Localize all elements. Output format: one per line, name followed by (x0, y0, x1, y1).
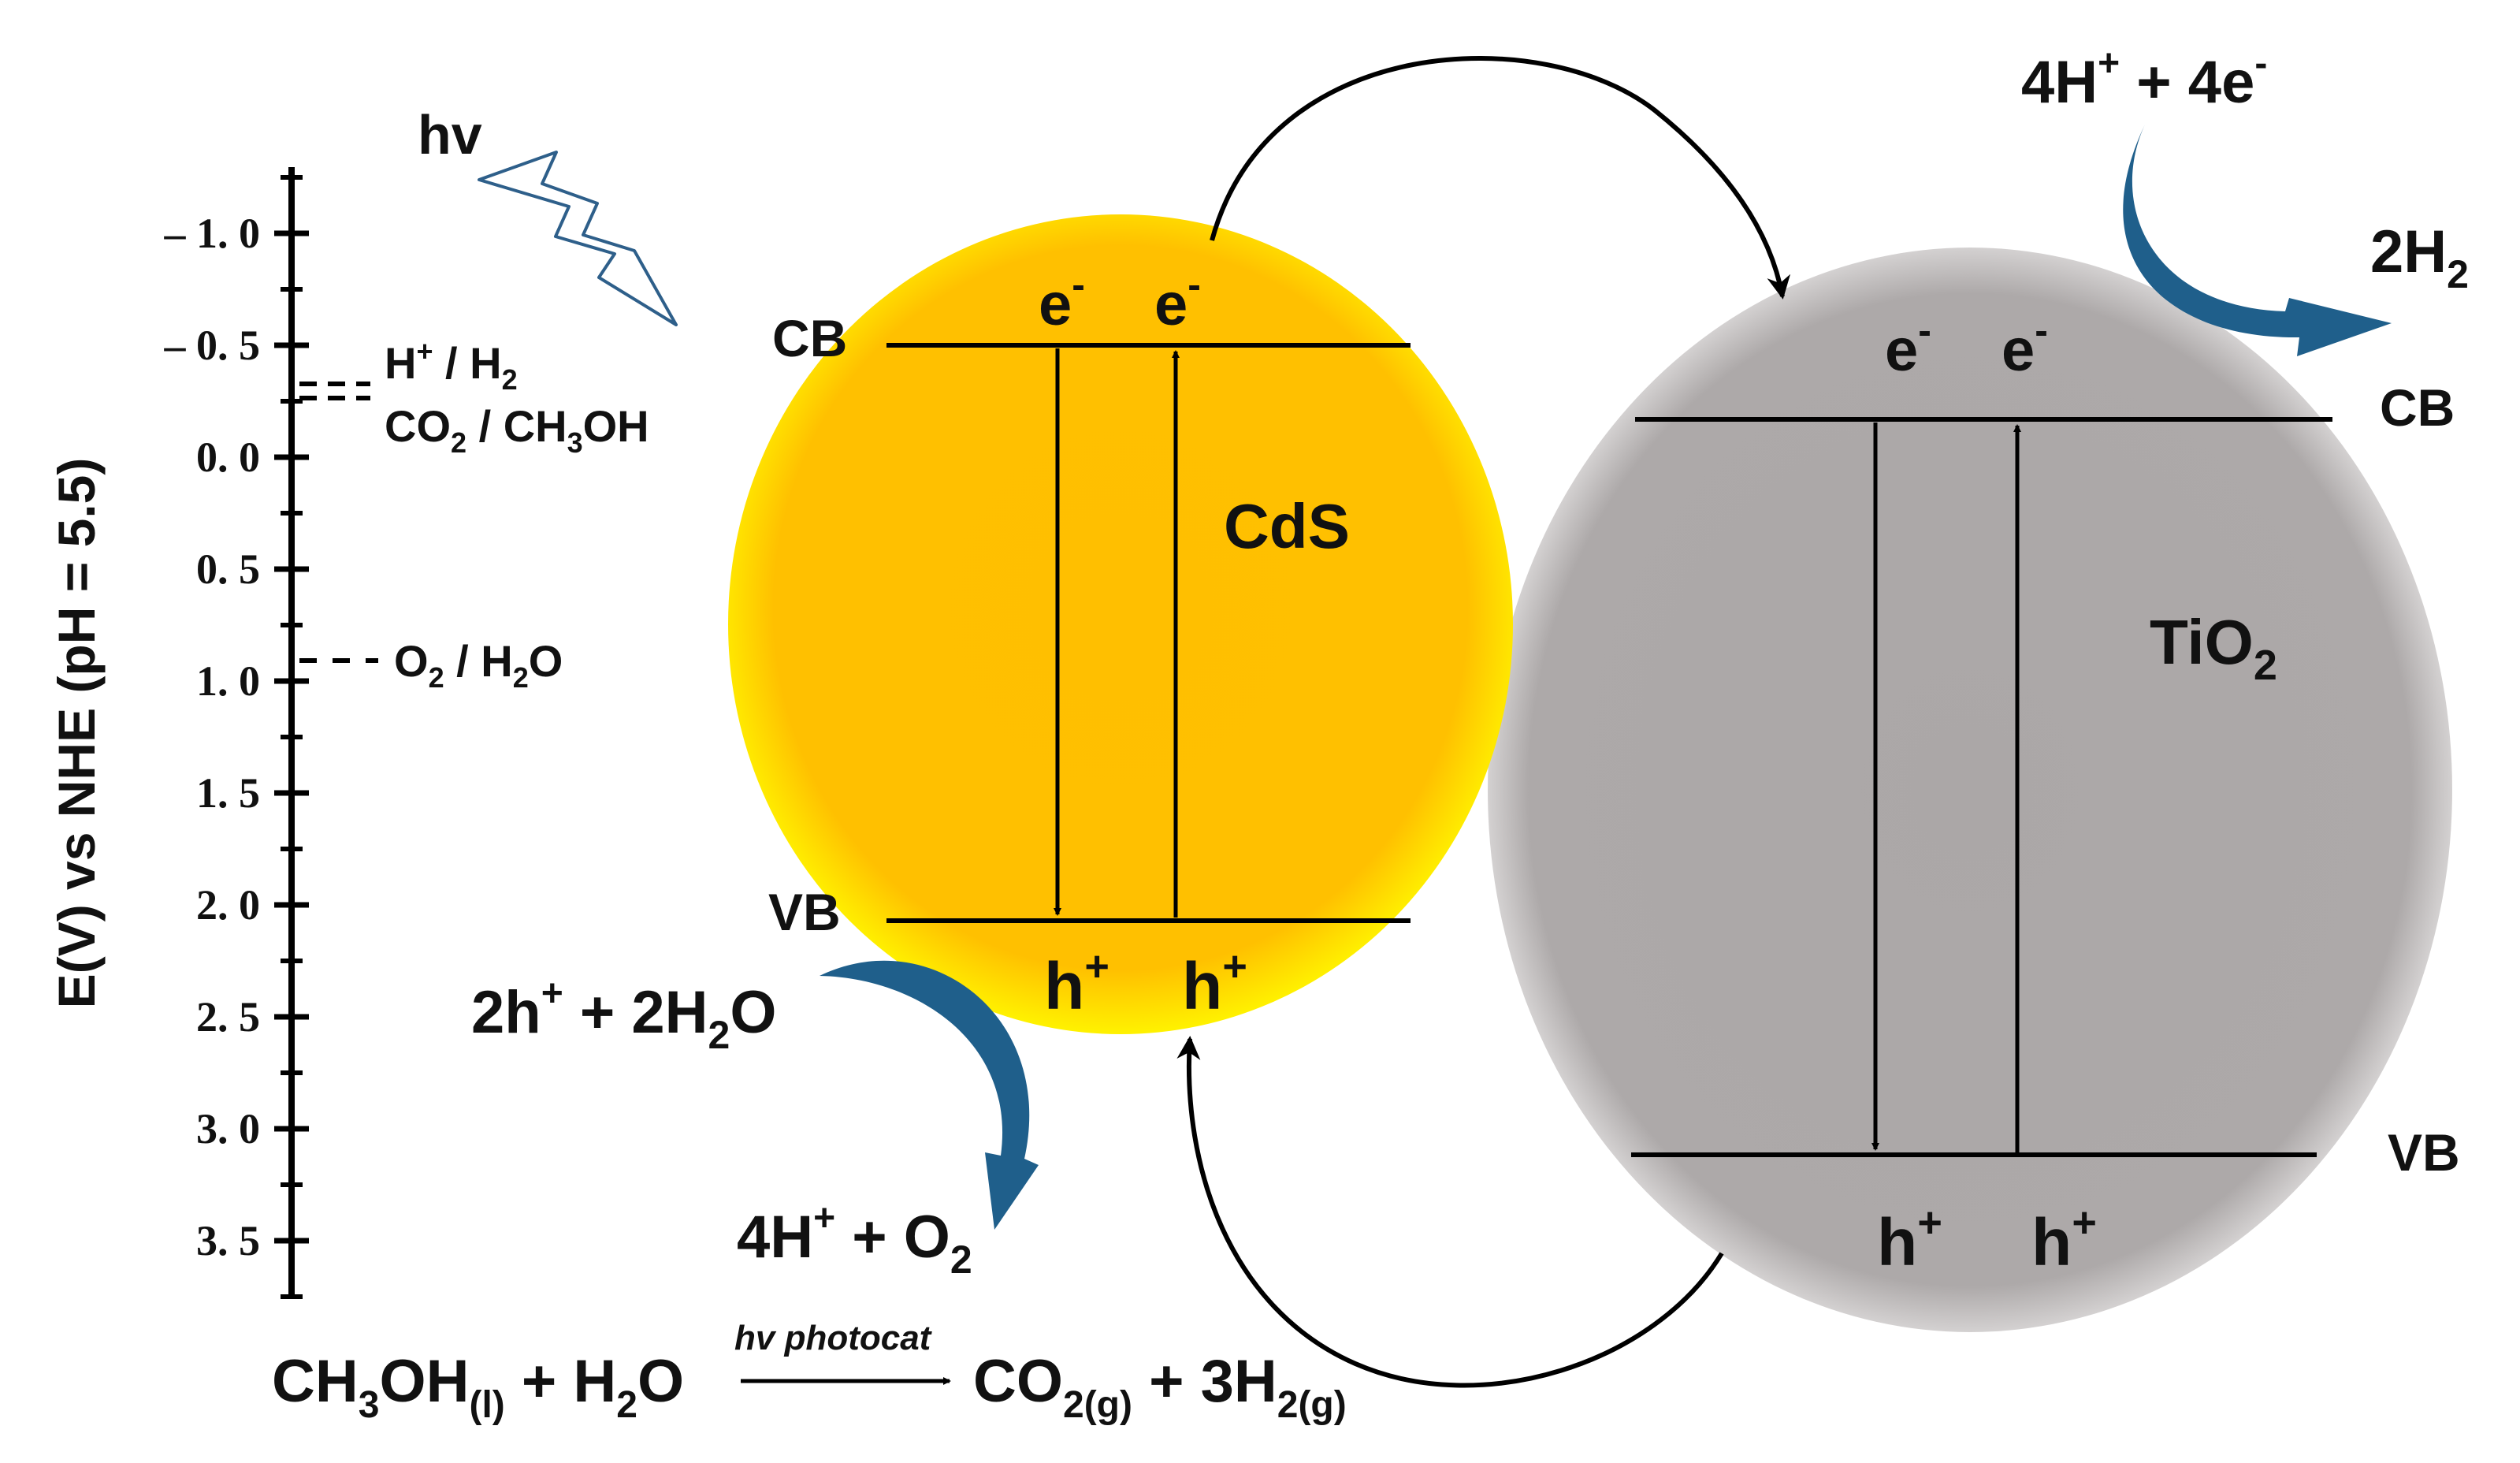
oxidation-reaction: 2h+ + 2H2O 4H+ + O2 (471, 960, 1039, 1282)
cds-cb-label: CB (772, 309, 847, 367)
tio2-hole-2: h+ (2031, 1199, 2097, 1279)
tio2-electron-1: e- (1885, 308, 1931, 384)
cds-label: CdS (1224, 491, 1350, 561)
cds-electron-2: e- (1154, 262, 1201, 338)
axis-tick-label: 0. 0 (196, 434, 260, 481)
cds-particle: e- e- h+ h+ CdS CB VB (728, 214, 1513, 1034)
axis-tick-label: 2. 0 (196, 881, 260, 929)
cds-electron-1: e- (1039, 262, 1085, 338)
axis-tick-label: 3. 0 (196, 1105, 260, 1152)
lightning-bolt-icon (478, 151, 678, 326)
tio2-particle: e- e- h+ h+ TiO2 CB VB (1488, 248, 2460, 1332)
oxidation-reactants: 2h+ + 2H2O (471, 973, 776, 1057)
energy-axis: – 1. 0 – 0. 5 0. 0 0. 5 1. 0 1. 5 2. 0 2. 5 3. 0… (47, 167, 309, 1299)
tio2-hole-1: h+ (1877, 1199, 1942, 1279)
oxidation-curved-arrow-icon (820, 960, 1039, 1230)
hole-transfer-arrow (1176, 1036, 1724, 1388)
cds-hole-2: h+ (1182, 943, 1247, 1023)
axis-tick-label: 1. 0 (196, 657, 260, 705)
cds-sphere (728, 214, 1513, 1034)
tio2-label: TiO2 (2150, 607, 2277, 689)
light-label: hv (418, 104, 482, 166)
axis-tick-label: – 0. 5 (164, 322, 261, 369)
axis-tick-label: 2. 5 (196, 993, 260, 1040)
o2-h2o-couple-label: O2 / H2O (394, 636, 563, 694)
reduction-curved-arrow-icon (2123, 125, 2392, 356)
overall-reactants: CH3OH(l) + H2O (272, 1348, 684, 1426)
tio2-electron-2: e- (2002, 308, 2048, 384)
tio2-vb-label: VB (2388, 1123, 2460, 1182)
oxidation-products: 4H+ + O2 (737, 1197, 972, 1282)
light-source: hv (418, 104, 678, 326)
overall-arrow-label: hv photocat (734, 1319, 933, 1357)
overall-products: CO2(g) + 3H2(g) (973, 1348, 1347, 1426)
cds-vb-label: VB (768, 883, 841, 941)
co2-ch3oh-couple-label: CO2 / CH3OH (385, 401, 649, 459)
reduction-product: 2H2 (2370, 218, 2469, 296)
axis-tick-label: 0. 5 (196, 545, 260, 593)
redox-levels: H+ / H2 CO2 / CH3OH O2 / H2O (299, 335, 649, 694)
h-h2-couple-label: H+ / H2 (385, 335, 518, 396)
axis-label: E(V) vs NHE (pH = 5.5) (47, 458, 106, 1009)
overall-reaction: CH3OH(l) + H2O hv photocat CO2(g) + 3H2(… (272, 1319, 1347, 1426)
electron-transfer-arrow (1210, 55, 1791, 300)
tio2-sphere (1488, 248, 2452, 1332)
axis-tick-label: 3. 5 (196, 1217, 260, 1264)
axis-tick-label: 1. 5 (196, 769, 260, 817)
reduction-reactants: 4H+ + 4e- (2021, 43, 2267, 116)
cds-hole-1: h+ (1044, 943, 1109, 1023)
reduction-reaction: 4H+ + 4e- 2H2 (2021, 43, 2469, 356)
axis-tick-label: – 1. 0 (164, 210, 261, 257)
axis-ticks: – 1. 0 – 0. 5 0. 0 0. 5 1. 0 1. 5 2. 0 2. 5 3. 0… (164, 175, 309, 1299)
tio2-cb-label: CB (2380, 378, 2455, 437)
